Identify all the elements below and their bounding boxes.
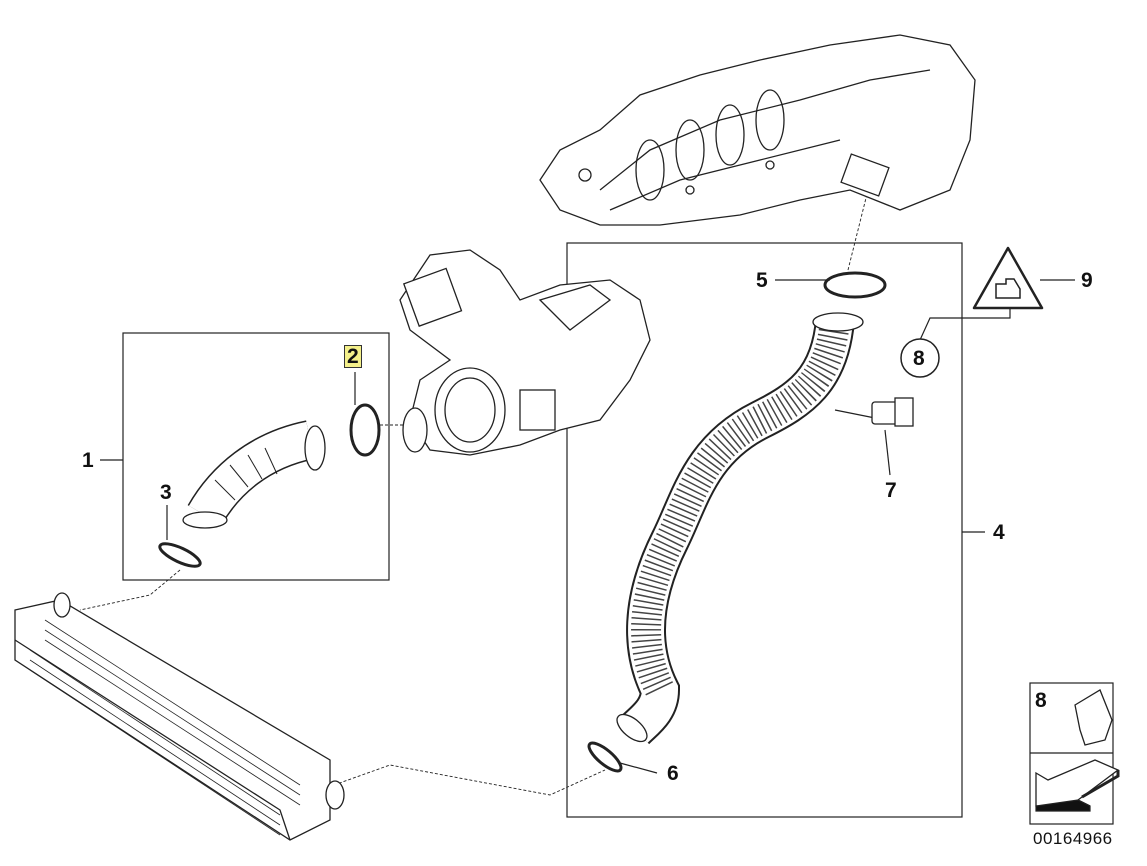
intake-manifold (539, 34, 976, 226)
seal-ring-5 (823, 271, 887, 299)
gasket-3 (158, 542, 202, 568)
diagram-number: 00164966 (1033, 829, 1113, 848)
callout-5: 5 (756, 269, 768, 292)
callout-4: 4 (993, 521, 1005, 544)
warning-triangle-9 (972, 246, 1044, 310)
callout-3: 3 (160, 481, 172, 504)
inset-box (1029, 682, 1120, 825)
callout-9: 9 (1081, 269, 1093, 292)
callout-7: 7 (885, 479, 897, 502)
inset-label-8: 8 (1035, 689, 1047, 712)
turbocharger (399, 249, 651, 456)
callout-1: 1 (82, 449, 94, 472)
charge-air-pipe-1 (182, 420, 326, 529)
intercooler (14, 592, 345, 841)
group-box-4 (566, 242, 963, 818)
gasket-6 (587, 741, 623, 773)
callout-6: 6 (667, 762, 679, 785)
callout-circle-8 (900, 338, 940, 378)
callout-8: 8 (913, 347, 925, 370)
charge-air-pipe-4 (616, 312, 864, 745)
sensor-7 (834, 397, 914, 427)
seal-ring-2 (349, 403, 381, 457)
callout-2-highlighted[interactable]: 2 (344, 345, 362, 368)
group-box-1 (122, 332, 390, 581)
